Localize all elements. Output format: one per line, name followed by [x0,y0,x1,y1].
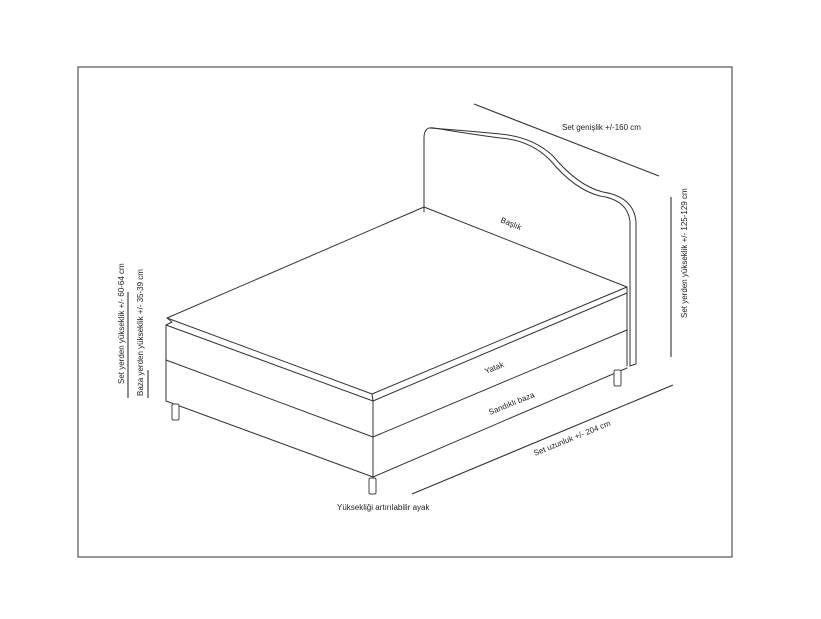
length-dimension-line [411,384,674,495]
headboard [423,127,637,367]
mattress-top-back-left [166,206,425,319]
width-label: Set genişlik +/-160 cm [562,123,641,132]
headboard-outline-inner [429,127,637,365]
mattress-top-front-left [166,317,373,395]
drawing-frame [77,66,733,558]
headboard-outline-outer [423,127,631,367]
width-dimension-line [473,103,660,177]
headboard-height-label: Set yerden yükseklik +/- 125-129 cm [680,188,689,318]
leg-back-right [613,369,622,387]
mattress-edge-left [165,317,374,402]
mattress [165,206,628,402]
mattress-top-front-right [371,286,628,395]
storage-base [165,292,628,478]
leg-back-left [171,403,180,421]
base-height-label: Baza yerden yükseklik +/- 35-39 cm [136,269,145,396]
base-mid-left [165,359,374,438]
set-height-label: Set yerden yükseklik +/- 60-64 cm [117,263,126,384]
base-bottom-right [372,367,628,478]
mattress-label: Yatak [483,360,506,376]
storage-base-label: Sandıklı baza [487,390,536,417]
mattress-top-back-right [423,206,628,288]
adjustable-leg-label: Yüksekliği artırılabilir ayak [337,503,430,512]
mattress-edge-right-inner [371,393,374,402]
base-mid-right [372,329,628,438]
leg-front [368,477,377,495]
headboard-label: Başlık [499,216,523,233]
base-bottom-left [165,400,374,478]
headboard-front-bottom [629,363,637,367]
